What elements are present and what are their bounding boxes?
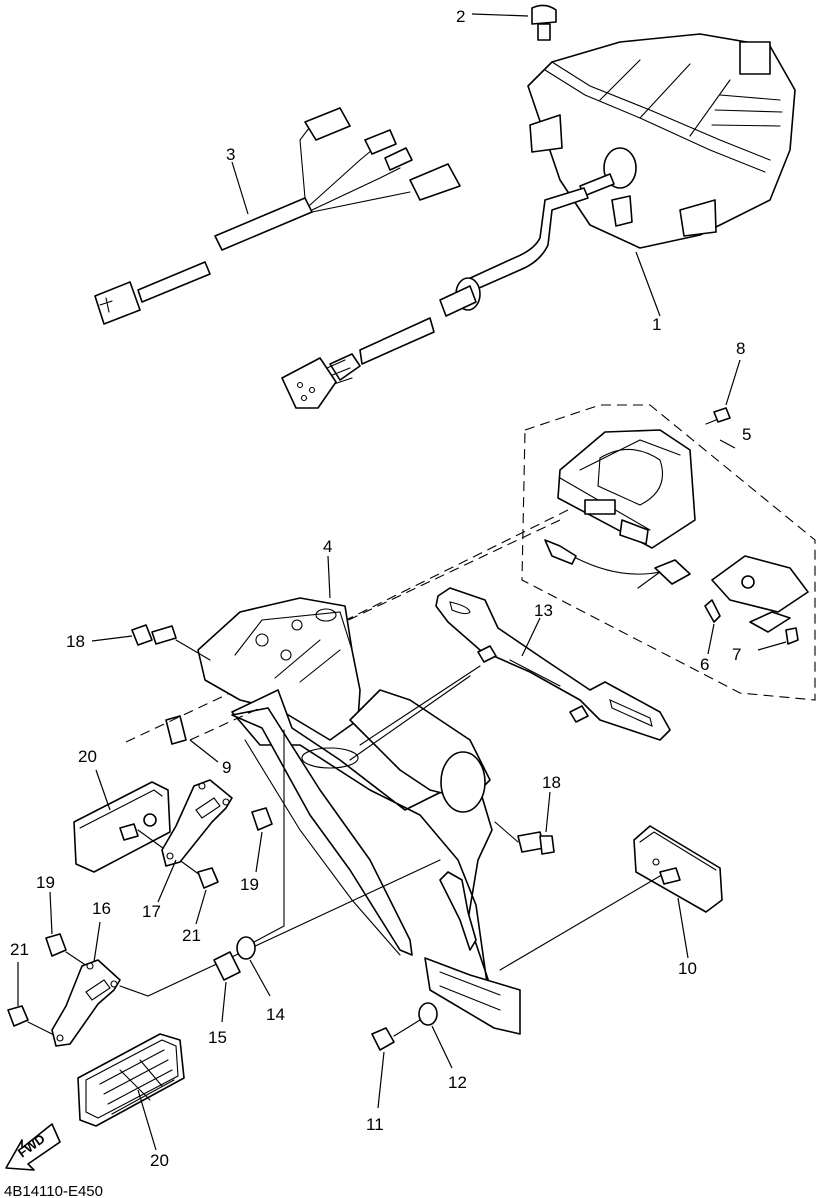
reflector-part-20-upper: 20 [73,747,201,876]
bolt-18-right: 18 [494,773,561,855]
callout-10: 10 [678,959,697,978]
callout-11: 11 [366,1115,384,1134]
stay-part-17: 17 [142,779,233,921]
callout-4: 4 [323,537,332,556]
diagram-code: 4B14110-E450 [4,1183,103,1198]
nut-21-mid: 21 [182,867,219,945]
rear-fender-bracket-part-4: 4 [197,537,521,1035]
callout-12: 12 [448,1073,467,1092]
callout-3: 3 [226,145,235,164]
stay-part-16: 16 [51,859,441,1047]
collar-19-right: 19 [240,807,273,894]
callout-20-lower: 20 [150,1151,169,1170]
callout-2: 2 [456,7,465,26]
forward-direction-arrow: FWD [5,1123,61,1171]
plate-bracket-part-13: 13 [349,587,671,761]
reflector-part-10: 10 [499,825,723,978]
callout-14: 14 [266,1005,285,1024]
callout-19-right: 19 [240,875,259,894]
washer-part-12: 12 [393,1002,467,1092]
callout-16: 16 [92,899,111,918]
tail-light-assembly: 1 [281,33,796,409]
collar-part-15: 15 [208,951,241,1047]
callout-21-left: 21 [10,940,29,959]
callout-5: 5 [742,425,751,444]
nut-21-left: 21 [7,940,65,1041]
washer-part-14: 14 [236,729,285,1024]
clip-part-9: 9 [125,693,261,777]
wire-harness-part-3: 3 [94,107,461,325]
callout-6: 6 [700,655,709,674]
callout-13: 13 [534,601,553,620]
grommet-part-2: 2 [456,4,557,41]
bolt-18-top: 18 [66,624,211,661]
callout-18-right: 18 [542,773,561,792]
callout-18-top: 18 [66,632,85,651]
license-lamp-group-part-5: 8 5 7 6 [231,339,816,701]
callout-20-upper: 20 [78,747,97,766]
callout-7: 7 [732,645,741,664]
callout-17: 17 [142,902,161,921]
reflector-part-20-lower: 20 [77,1033,185,1170]
callout-9: 9 [222,758,231,777]
nut-part-11: 11 [366,1027,395,1134]
callout-8: 8 [736,339,745,358]
callout-1: 1 [652,315,661,334]
callout-15: 15 [208,1028,227,1047]
collar-19-left: 19 [36,873,91,969]
callout-21-mid: 21 [182,926,201,945]
callout-19-left: 19 [36,873,55,892]
